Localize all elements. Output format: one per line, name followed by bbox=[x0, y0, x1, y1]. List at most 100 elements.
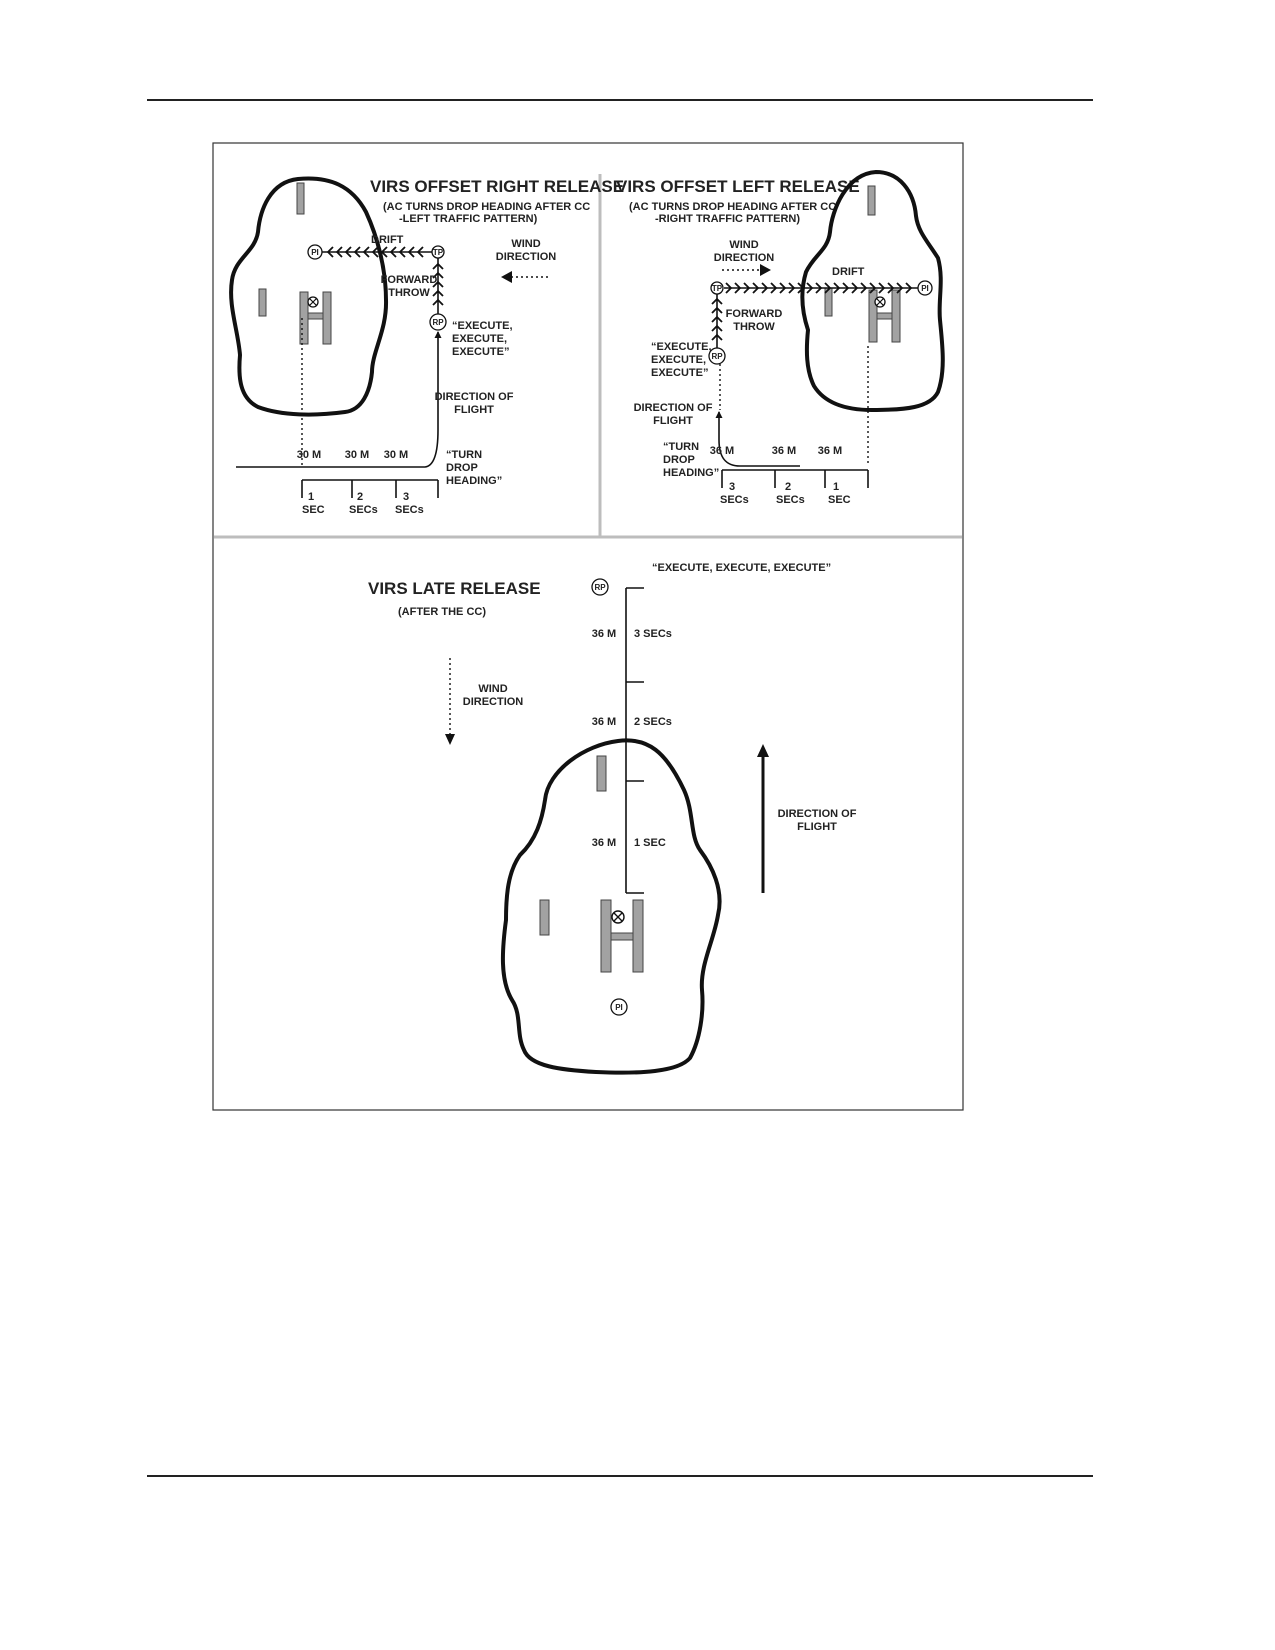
execute-label-3: EXECUTE” bbox=[651, 367, 708, 379]
rp-circle bbox=[708, 347, 726, 365]
execute-label-2: EXECUTE, bbox=[651, 354, 706, 366]
turn-label-2: DROP bbox=[446, 462, 478, 474]
drift-label: DRIFT bbox=[371, 234, 404, 246]
wind-arrowhead bbox=[760, 264, 771, 276]
time-label: 3 bbox=[729, 481, 735, 493]
tp-label: TP bbox=[433, 248, 444, 257]
drop-zone-outline bbox=[229, 176, 389, 417]
marker-panel bbox=[539, 899, 550, 936]
drop-zone-outline bbox=[800, 170, 945, 412]
time-label: SECs bbox=[395, 504, 424, 516]
forward-throw-label-2: THROW bbox=[388, 287, 430, 299]
header-rule bbox=[147, 99, 1093, 101]
time-label: SEC bbox=[302, 504, 325, 516]
direction-label-1: DIRECTION OF bbox=[778, 808, 857, 820]
tp-label: TP bbox=[712, 284, 723, 293]
pi-label: PI bbox=[311, 248, 319, 257]
subtitle-offset-left-2: -RIGHT TRAFFIC PATTERN) bbox=[655, 213, 800, 225]
time-label: 2 bbox=[357, 491, 363, 503]
time-label: SECs bbox=[349, 504, 378, 516]
wind-label-1: WIND bbox=[478, 683, 507, 695]
time-label: SECs bbox=[776, 494, 805, 506]
wind-label-1: WIND bbox=[729, 239, 758, 251]
point-of-impact-marker bbox=[874, 296, 886, 308]
title-late-release: VIRS LATE RELEASE bbox=[368, 579, 541, 598]
h-marker bbox=[868, 289, 901, 343]
title-offset-left: VIRS OFFSET LEFT RELEASE bbox=[616, 177, 860, 196]
flight-direction-arrowhead bbox=[757, 744, 769, 757]
distance-label: 36 M bbox=[592, 716, 616, 728]
wind-arrowhead bbox=[445, 734, 455, 745]
time-label: 3 SECs bbox=[634, 628, 672, 640]
distance-label: 30 M bbox=[384, 449, 408, 461]
rp-label: RP bbox=[594, 583, 606, 592]
pi-circle bbox=[307, 244, 323, 260]
footer-rule bbox=[147, 1475, 1093, 1477]
time-label: 1 bbox=[833, 481, 839, 493]
turn-label-3: HEADING” bbox=[446, 475, 502, 487]
pi-circle bbox=[610, 998, 628, 1016]
distance-label: 36 M bbox=[592, 628, 616, 640]
tp-circle bbox=[710, 281, 724, 295]
distance-label: 36 M bbox=[772, 445, 796, 457]
wind-label-2: DIRECTION bbox=[496, 251, 557, 263]
forward-throw-label-2: THROW bbox=[733, 321, 775, 333]
forward-throw-chevrons bbox=[432, 262, 444, 306]
point-of-impact-marker bbox=[611, 910, 625, 924]
h-marker bbox=[299, 291, 332, 345]
marker-panel bbox=[258, 288, 267, 317]
execute-label-2: EXECUTE, bbox=[452, 333, 507, 345]
execute-label-1: “EXECUTE, bbox=[452, 320, 513, 332]
time-label: SEC bbox=[828, 494, 851, 506]
drift-chevrons bbox=[326, 246, 424, 258]
figure-frame bbox=[212, 142, 964, 1111]
panel-offset-right: VIRS OFFSET RIGHT RELEASE (AC TURNS DROP… bbox=[229, 176, 624, 516]
time-label: 1 SEC bbox=[634, 837, 666, 849]
execute-label: “EXECUTE, EXECUTE, EXECUTE” bbox=[652, 562, 831, 574]
distance-label: 30 M bbox=[345, 449, 369, 461]
rp-label: RP bbox=[432, 318, 444, 327]
direction-label-2: FLIGHT bbox=[653, 415, 693, 427]
flight-path bbox=[715, 411, 800, 467]
subtitle-offset-right-1: (AC TURNS DROP HEADING AFTER CC bbox=[383, 201, 590, 213]
rp-circle bbox=[591, 578, 609, 596]
drop-zone-outline bbox=[500, 738, 722, 1075]
marker-panel bbox=[596, 755, 607, 792]
execute-label-3: EXECUTE” bbox=[452, 346, 509, 358]
turn-label-3: HEADING” bbox=[663, 467, 719, 479]
rp-label: RP bbox=[711, 352, 723, 361]
distance-label: 36 M bbox=[710, 445, 734, 457]
wind-label-2: DIRECTION bbox=[714, 252, 775, 264]
time-label: 2 SECs bbox=[634, 716, 672, 728]
rp-circle bbox=[429, 313, 447, 331]
distance-label: 36 M bbox=[592, 837, 616, 849]
time-label: 3 bbox=[403, 491, 409, 503]
wind-arrowhead bbox=[501, 271, 512, 283]
flight-path bbox=[236, 331, 442, 468]
title-offset-right: VIRS OFFSET RIGHT RELEASE bbox=[370, 177, 624, 196]
pi-label: PI bbox=[615, 1003, 623, 1012]
direction-label-2: FLIGHT bbox=[454, 404, 494, 416]
distance-label: 36 M bbox=[818, 445, 842, 457]
direction-label-1: DIRECTION OF bbox=[634, 402, 713, 414]
marker-panel bbox=[296, 182, 305, 215]
forward-throw-label-1: FORWARD bbox=[381, 274, 438, 286]
panel-offset-left: VIRS OFFSET LEFT RELEASE (AC TURNS DROP … bbox=[616, 170, 945, 506]
subtitle-late-release: (AFTER THE CC) bbox=[398, 606, 486, 618]
pi-label: PI bbox=[921, 284, 929, 293]
turn-label-2: DROP bbox=[663, 454, 695, 466]
drift-label: DRIFT bbox=[832, 266, 865, 278]
time-label: 1 bbox=[308, 491, 314, 503]
tp-circle bbox=[431, 245, 445, 259]
panel-late-release: VIRS LATE RELEASE (AFTER THE CC) “EXECUT… bbox=[368, 562, 857, 1075]
turn-label-1: “TURN bbox=[663, 441, 699, 453]
marker-panel bbox=[867, 185, 876, 216]
subtitle-offset-right-2: -LEFT TRAFFIC PATTERN) bbox=[399, 213, 538, 225]
wind-label-2: DIRECTION bbox=[463, 696, 524, 708]
forward-throw-chevrons bbox=[711, 297, 723, 341]
time-label: 2 bbox=[785, 481, 791, 493]
direction-label-2: FLIGHT bbox=[797, 821, 837, 833]
forward-throw-label-1: FORWARD bbox=[726, 308, 783, 320]
time-label: SECs bbox=[720, 494, 749, 506]
